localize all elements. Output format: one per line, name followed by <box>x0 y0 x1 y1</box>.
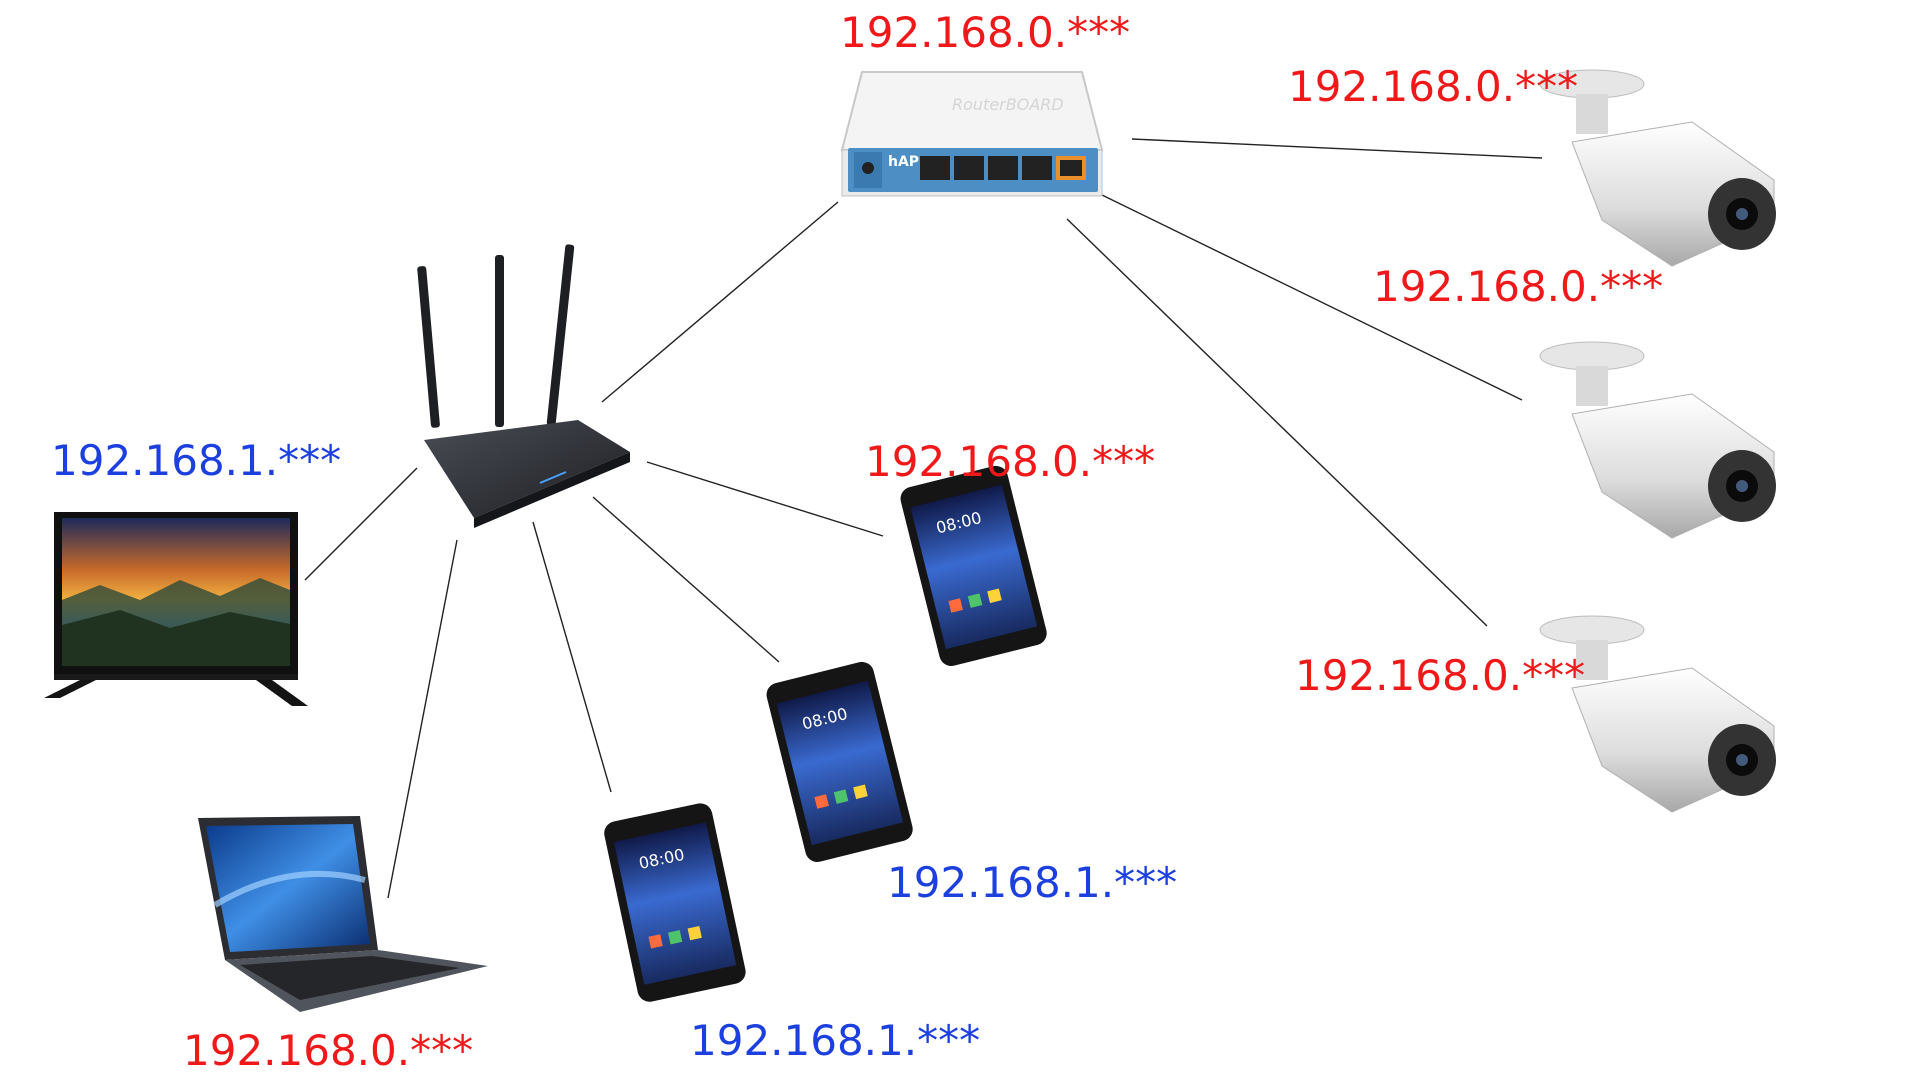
link-mikrotik-camera-3 <box>1066 218 1488 627</box>
camera-1-ip: 192.168.0.*** <box>1288 62 1579 111</box>
cctv-camera-3-icon <box>1539 615 1776 813</box>
camera-2-ip: 192.168.0.*** <box>1373 262 1664 311</box>
wifi-router-icon <box>417 244 630 528</box>
cctv-camera-2-icon <box>1539 341 1776 539</box>
laptop-icon <box>198 816 488 1012</box>
link-wifi-router-phone-2 <box>592 496 780 663</box>
link-mikrotik-wifi-router <box>601 201 839 403</box>
camera-3-ip: 192.168.0.*** <box>1295 651 1586 700</box>
mikrotik-router-ip: 192.168.0.*** <box>840 8 1131 57</box>
phone-1-ip: 192.168.0.*** <box>865 437 1156 486</box>
tv-icon <box>44 512 308 706</box>
router-model-label: hAP <box>888 154 919 170</box>
link-mikrotik-camera-2 <box>1101 194 1523 401</box>
link-wifi-router-phone-1 <box>646 461 884 537</box>
connection-lines <box>304 138 1543 899</box>
link-wifi-router-tv <box>304 467 418 581</box>
link-wifi-router-phone-3 <box>532 521 612 793</box>
link-mikrotik-camera-1 <box>1131 138 1543 159</box>
smartphone-1-icon: 08:00 <box>900 465 1047 666</box>
laptop-ip: 192.168.0.*** <box>183 1026 474 1075</box>
tv-ip: 192.168.1.*** <box>51 436 342 485</box>
mikrotik-router-icon: hAP RouterBOARD <box>840 71 1104 197</box>
cctv-camera-1-icon <box>1539 69 1776 267</box>
phone-3-ip: 192.168.1.*** <box>690 1016 981 1065</box>
smartphone-2-icon: 08:00 <box>766 661 913 862</box>
phone-2-ip: 192.168.1.*** <box>887 858 1178 907</box>
svg-text:RouterBOARD: RouterBOARD <box>952 95 1064 114</box>
link-wifi-router-laptop <box>387 539 458 899</box>
smartphone-3-icon: 08:00 <box>604 803 746 1002</box>
